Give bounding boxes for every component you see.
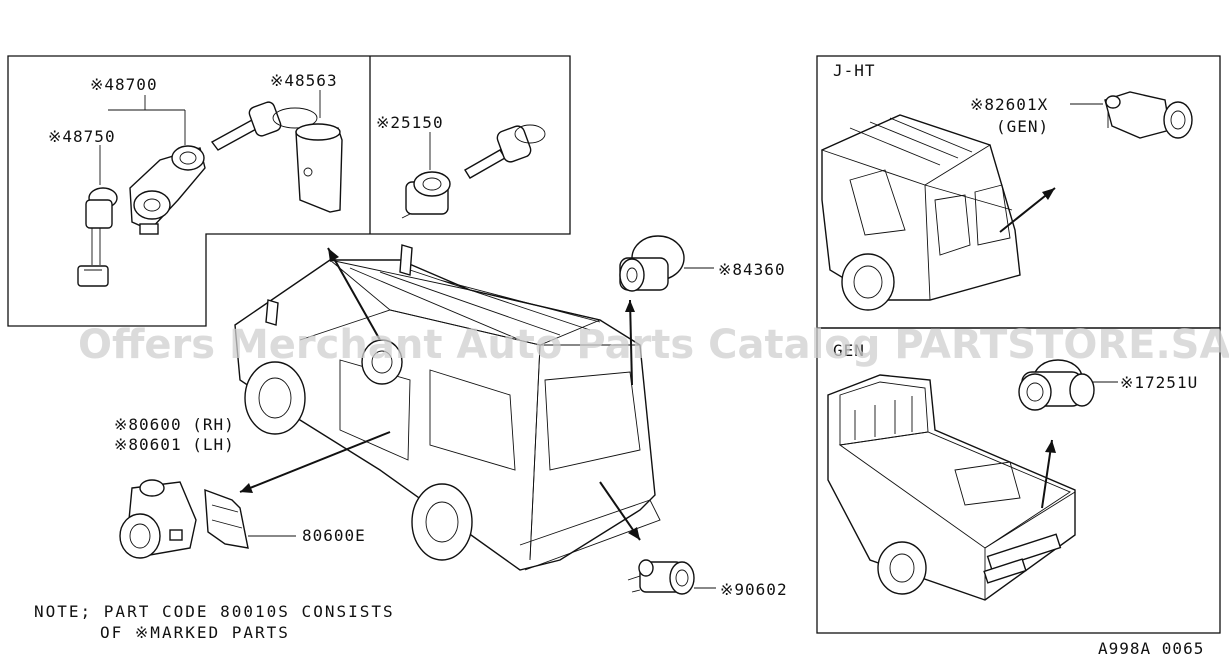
lock-17251u-drawing — [1018, 359, 1095, 411]
diagram-code: A998A 0065 — [1098, 639, 1204, 658]
label-80600e: 80600E — [302, 526, 366, 545]
jht-vehicle-drawing — [820, 114, 1021, 311]
label-82601x: ※82601X — [970, 95, 1048, 114]
arrowhead-17251u — [1045, 440, 1056, 453]
note-line-2: OF ※MARKED PARTS — [100, 623, 290, 642]
lock-84360-drawing — [619, 235, 685, 292]
inset-gen-box — [816, 327, 1221, 634]
lock-80600-drawing — [119, 479, 197, 559]
watermark-text: Offers Merchant Auto Parts Catalog PARTS… — [78, 322, 1229, 368]
label-90602: ※90602 — [720, 580, 788, 599]
section-label-jht: J-HT — [833, 61, 876, 80]
label-17251u: ※17251U — [1120, 373, 1198, 392]
bracket-48700 — [99, 90, 431, 185]
label-84360: ※84360 — [718, 260, 786, 279]
key-48563-drawing — [210, 101, 343, 213]
gen-pickup-drawing — [827, 374, 1076, 601]
label-25150: ※25150 — [376, 113, 444, 132]
label-48700: ※48700 — [90, 75, 158, 94]
label-80600-rh: ※80600 (RH) — [114, 415, 235, 434]
key-cylinder-25150-drawing — [401, 124, 546, 219]
label-80601-lh: ※80601 (LH) — [114, 435, 235, 454]
label-82601x-gen: (GEN) — [996, 117, 1049, 136]
label-48750: ※48750 — [48, 127, 116, 146]
main-vehicle-drawing — [234, 244, 661, 571]
note-line-1: NOTE; PART CODE 80010S CONSISTS — [34, 602, 395, 621]
steering-lock-drawing — [129, 145, 206, 235]
ignition-switch-drawing — [77, 187, 118, 287]
arrowhead-82601x — [1042, 188, 1055, 200]
main-arrows — [239, 247, 641, 541]
gasket-80600e-drawing — [204, 488, 249, 549]
label-48563: ※48563 — [270, 71, 338, 90]
inset-ignition-box — [7, 55, 571, 327]
lock-90602-drawing — [627, 559, 695, 595]
lock-82601x-drawing — [1104, 91, 1193, 139]
section-label-gen: GEN — [833, 341, 865, 360]
